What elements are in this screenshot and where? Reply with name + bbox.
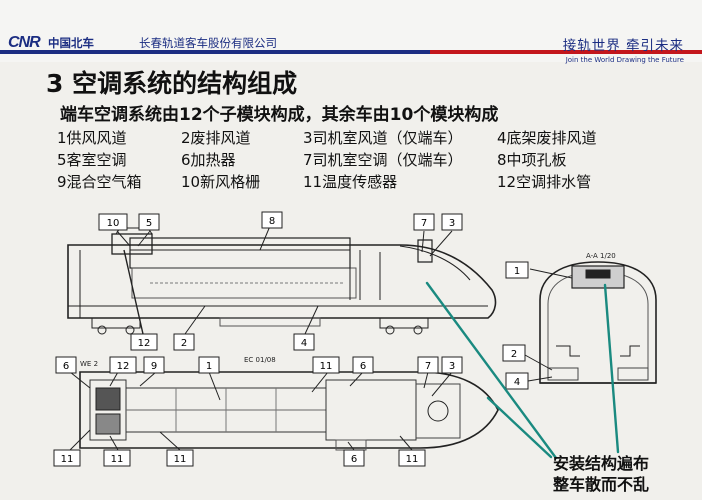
part-item: 9混合空气箱 bbox=[57, 173, 142, 191]
slogan-chinese: 接轨世界 牵引未来 bbox=[562, 38, 684, 54]
label-2: 2 bbox=[511, 349, 517, 360]
callout-lines bbox=[425, 281, 620, 460]
label-3: 3 bbox=[449, 361, 455, 372]
logo-chinese-name: 中国北车 bbox=[48, 36, 94, 50]
label-1: 1 bbox=[514, 266, 520, 277]
label-1: 1 bbox=[206, 361, 212, 372]
part-item: 7司机室空调（仅端车） bbox=[303, 151, 463, 169]
callout-line-1: 安装结构遍布 bbox=[553, 454, 650, 473]
plan-view: WE 2 EC 01/08 bbox=[69, 356, 499, 451]
cross-section-view: A-A 1/20 bbox=[524, 252, 657, 384]
label-10: 10 bbox=[107, 218, 120, 229]
callout-line-2: 整车散而不乱 bbox=[553, 475, 650, 494]
label-8: 8 bbox=[269, 216, 275, 227]
part-item: 3司机室风道（仅端车） bbox=[303, 129, 463, 147]
part-item: 2废排风道 bbox=[181, 129, 251, 147]
part-item: 6加热器 bbox=[181, 151, 236, 169]
label-11: 11 bbox=[111, 454, 124, 465]
plan-label-center: EC 01/08 bbox=[244, 356, 276, 364]
callout-text: 安装结构遍布 整车散而不乱 bbox=[553, 453, 649, 495]
page-subtitle: 端车空调系统由12个子模块构成，其余车由10个模块构成 bbox=[60, 105, 499, 125]
label-11: 11 bbox=[320, 361, 333, 372]
label-9: 9 bbox=[151, 361, 157, 372]
label-4: 4 bbox=[514, 377, 520, 388]
cnr-logo-mark: CNR bbox=[8, 34, 41, 51]
plan-view-labels: 6 12 9 1 11 6 7 3 11 11 11 6 11 bbox=[53, 356, 463, 467]
slogan: 接轨世界 牵引未来 Join the World Drawing the Fut… bbox=[563, 34, 684, 64]
side-view-labels: 10 5 8 7 3 12 2 4 bbox=[98, 211, 463, 351]
header-bar: CNR 中国北车 长春轨道客车股份有限公司 接轨世界 牵引未来 Join the… bbox=[0, 0, 702, 64]
label-11: 11 bbox=[174, 454, 187, 465]
slogan-english: Join the World Drawing the Future bbox=[565, 56, 684, 64]
part-item: 12空调排水管 bbox=[497, 173, 592, 191]
label-7: 7 bbox=[425, 361, 431, 372]
label-6: 6 bbox=[63, 361, 69, 372]
part-item: 4底架废排风道 bbox=[497, 129, 597, 147]
label-12: 12 bbox=[138, 338, 151, 349]
part-item: 10新风格栅 bbox=[181, 173, 261, 191]
section-title: A-A 1/20 bbox=[586, 252, 616, 260]
label-7: 7 bbox=[421, 218, 427, 229]
header-stripe bbox=[0, 50, 702, 54]
label-6: 6 bbox=[351, 454, 357, 465]
side-elevation-view bbox=[67, 225, 497, 335]
section-labels: 1 2 4 bbox=[502, 261, 529, 390]
part-item: 1供风风道 bbox=[57, 129, 127, 147]
label-2: 2 bbox=[181, 338, 187, 349]
part-item: 11温度传感器 bbox=[303, 173, 398, 191]
label-5: 5 bbox=[146, 218, 152, 229]
label-12: 12 bbox=[117, 361, 130, 372]
plan-label-left: WE 2 bbox=[80, 360, 98, 368]
company-name: 长春轨道客车股份有限公司 bbox=[139, 36, 277, 50]
label-11: 11 bbox=[61, 454, 74, 465]
label-3: 3 bbox=[449, 218, 455, 229]
page-title: 3 空调系统的结构组成 bbox=[46, 69, 298, 98]
part-item: 5客室空调 bbox=[57, 151, 127, 169]
label-11: 11 bbox=[406, 454, 419, 465]
part-item: 8中项孔板 bbox=[497, 151, 567, 169]
label-6: 6 bbox=[360, 361, 366, 372]
label-4: 4 bbox=[301, 338, 307, 349]
